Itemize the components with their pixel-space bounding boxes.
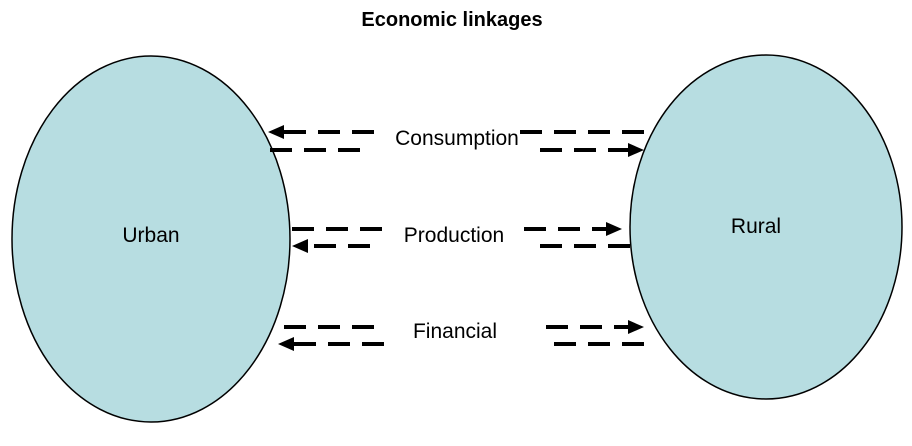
financial-arrowhead-to-rural — [628, 320, 644, 334]
financial-arrowhead-to-urban — [278, 337, 294, 351]
financial-linkage: Financial — [278, 320, 644, 351]
urban-label: Urban — [122, 224, 179, 247]
production-arrowhead-to-urban — [292, 239, 308, 253]
rural-ellipse — [629, 54, 903, 400]
rural-node: Rural — [629, 54, 903, 400]
consumption-arrowhead-to-urban — [268, 125, 284, 139]
production-label: Production — [404, 224, 504, 247]
consumption-label: Consumption — [395, 127, 519, 150]
production-linkage: Production — [292, 222, 630, 253]
urban-node: Urban — [11, 55, 291, 423]
diagram-title: Economic linkages — [361, 9, 542, 31]
urban-ellipse — [11, 55, 291, 423]
production-arrowhead-to-rural — [606, 222, 622, 236]
consumption-linkage: Consumption — [268, 125, 644, 157]
financial-label: Financial — [413, 320, 497, 343]
consumption-arrowhead-to-rural — [628, 143, 644, 157]
rural-label: Rural — [731, 215, 781, 238]
